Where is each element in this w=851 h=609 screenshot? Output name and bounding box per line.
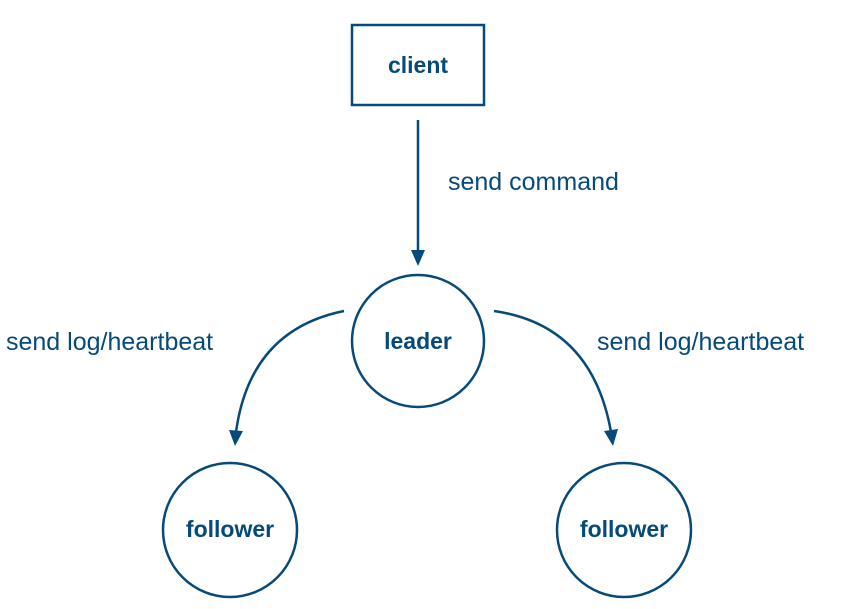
leader-to-follower-right-arrowhead xyxy=(604,429,618,446)
client-to-leader-arrowhead xyxy=(411,250,425,266)
edge-leader-to-follower-left: send log/heartbeat xyxy=(6,309,345,446)
leader-label: leader xyxy=(384,328,452,354)
follower-left-circle xyxy=(161,461,299,599)
follower-right-circle xyxy=(555,461,693,599)
follower-left-label: follower xyxy=(186,516,274,542)
send-command-label: send command xyxy=(448,168,619,196)
client-node: client xyxy=(350,23,486,107)
edge-client-to-leader: send command xyxy=(411,120,619,266)
send-log-heartbeat-left-label: send log/heartbeat xyxy=(6,328,213,356)
follower-right-label: follower xyxy=(580,516,668,542)
leader-to-follower-right-curve xyxy=(493,309,613,433)
edge-leader-to-follower-right: send log/heartbeat xyxy=(493,309,804,446)
client-box xyxy=(350,23,486,107)
follower-right-node: follower xyxy=(555,461,693,599)
leader-node: leader xyxy=(350,273,486,409)
send-log-heartbeat-right-label: send log/heartbeat xyxy=(597,328,804,356)
client-label: client xyxy=(388,52,448,78)
leader-to-follower-left-arrowhead xyxy=(229,430,243,446)
leader-to-follower-left-curve xyxy=(234,309,345,433)
follower-left-node: follower xyxy=(161,461,299,599)
leader-circle xyxy=(350,273,486,409)
